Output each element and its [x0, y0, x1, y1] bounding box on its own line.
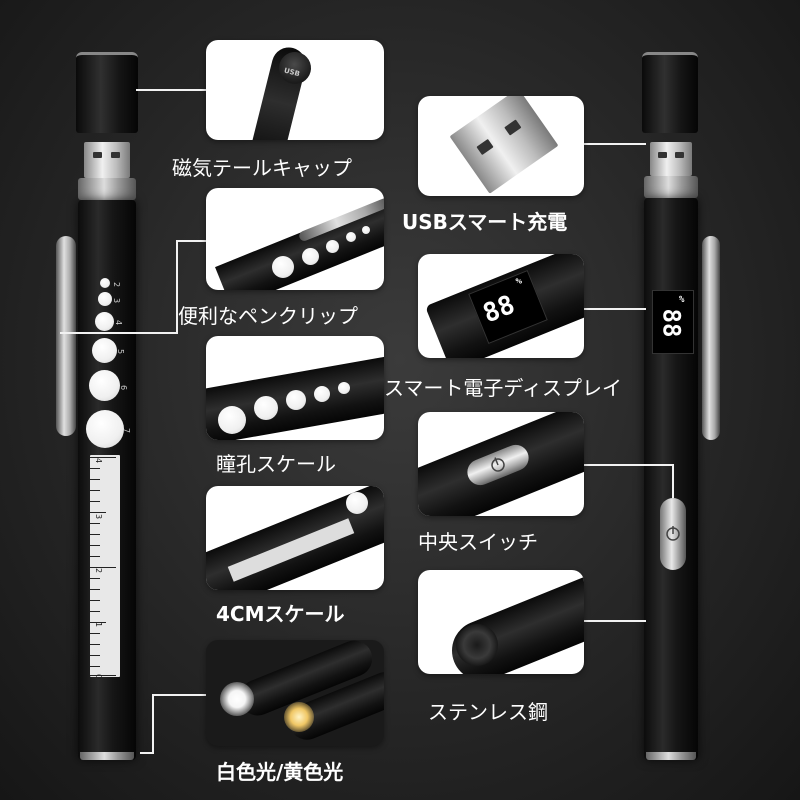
display-card-value: 88: [478, 289, 520, 330]
pupil-dot: [89, 370, 120, 401]
cm-scale-card: [206, 486, 384, 590]
cm-ruler: [90, 455, 120, 677]
label-pupil-scale: 瞳孔スケール: [216, 452, 336, 476]
pupil-scale-card: [206, 336, 384, 440]
left-pen-usb-connector: [84, 142, 130, 178]
lens: [456, 624, 498, 666]
right-pen-usb-connector: [650, 142, 692, 176]
label-usb-charging: USBスマート充電: [402, 210, 568, 234]
left-pen-metal-ring: [78, 178, 136, 200]
label-center-switch: 中央スイッチ: [418, 530, 538, 554]
callout-line: [60, 332, 178, 334]
pupil-dot: [98, 292, 112, 306]
right-pen-body: [644, 198, 698, 760]
label-tail-cap: 磁気テールキャップ: [172, 156, 352, 180]
right-pen-tip: [646, 752, 696, 760]
pupil-dot: [86, 410, 124, 448]
label-stainless: ステンレス鋼: [428, 700, 548, 724]
stainless-card: [418, 570, 584, 674]
left-pen-cap: [76, 52, 138, 133]
right-pen-metal-ring: [644, 176, 698, 198]
switch-card: [418, 412, 584, 516]
power-icon: [491, 457, 505, 472]
label-light-color: 白色光/黄色光: [216, 760, 344, 784]
pupil-dot: [100, 278, 110, 288]
ruler-number: 2: [94, 567, 104, 574]
pupil-number: 5: [116, 348, 126, 355]
usb-charging-card: [418, 96, 584, 196]
display-card: 88 %: [418, 254, 584, 358]
white-light: [220, 682, 254, 716]
center-switch-button[interactable]: [660, 498, 686, 570]
pupil-number: 7: [122, 427, 132, 434]
yellow-light: [284, 702, 314, 732]
ruler-number: 3: [94, 513, 104, 520]
power-icon: [666, 526, 680, 541]
callout-line: [584, 308, 646, 310]
pupil-dot: [95, 312, 114, 331]
label-display: スマート電子ディスプレイ: [384, 376, 622, 400]
ruler-number: 4: [94, 457, 104, 464]
pupil-dot: [92, 338, 117, 363]
switch-closeup: [463, 440, 533, 490]
right-pen-clip: [702, 236, 720, 440]
callout-line: [584, 464, 674, 466]
tail-cap-card: USB: [206, 40, 384, 140]
display-card-unit: %: [514, 276, 524, 288]
callout-line: [584, 620, 646, 622]
label-cm-scale: 4CMスケール: [216, 602, 345, 626]
callout-line: [176, 240, 208, 242]
cap-text: USB: [283, 66, 301, 79]
right-pen-display: 88 %: [652, 290, 694, 354]
ruler-number: 0: [94, 673, 104, 680]
ruler-number: 1: [94, 621, 104, 628]
callout-line: [152, 694, 154, 754]
left-pen-tip: [80, 752, 134, 760]
callout-line: [140, 752, 154, 754]
left-pen-clip: [56, 236, 76, 436]
display-unit: %: [679, 295, 685, 305]
callout-line: [584, 143, 646, 145]
right-pen-cap: [642, 52, 698, 133]
light-color-card: [206, 640, 384, 746]
pupil-number: 2: [112, 281, 122, 288]
pupil-number: 4: [114, 319, 124, 326]
callout-line: [672, 464, 674, 498]
callout-line: [152, 694, 206, 696]
pupil-number: 3: [112, 297, 122, 304]
pupil-number: 6: [119, 384, 129, 391]
label-pen-clip: 便利なペンクリップ: [178, 304, 358, 328]
callout-line: [176, 240, 178, 334]
callout-line: [136, 89, 208, 91]
pen-clip-card: [206, 188, 384, 290]
display-value: 88: [657, 308, 686, 338]
